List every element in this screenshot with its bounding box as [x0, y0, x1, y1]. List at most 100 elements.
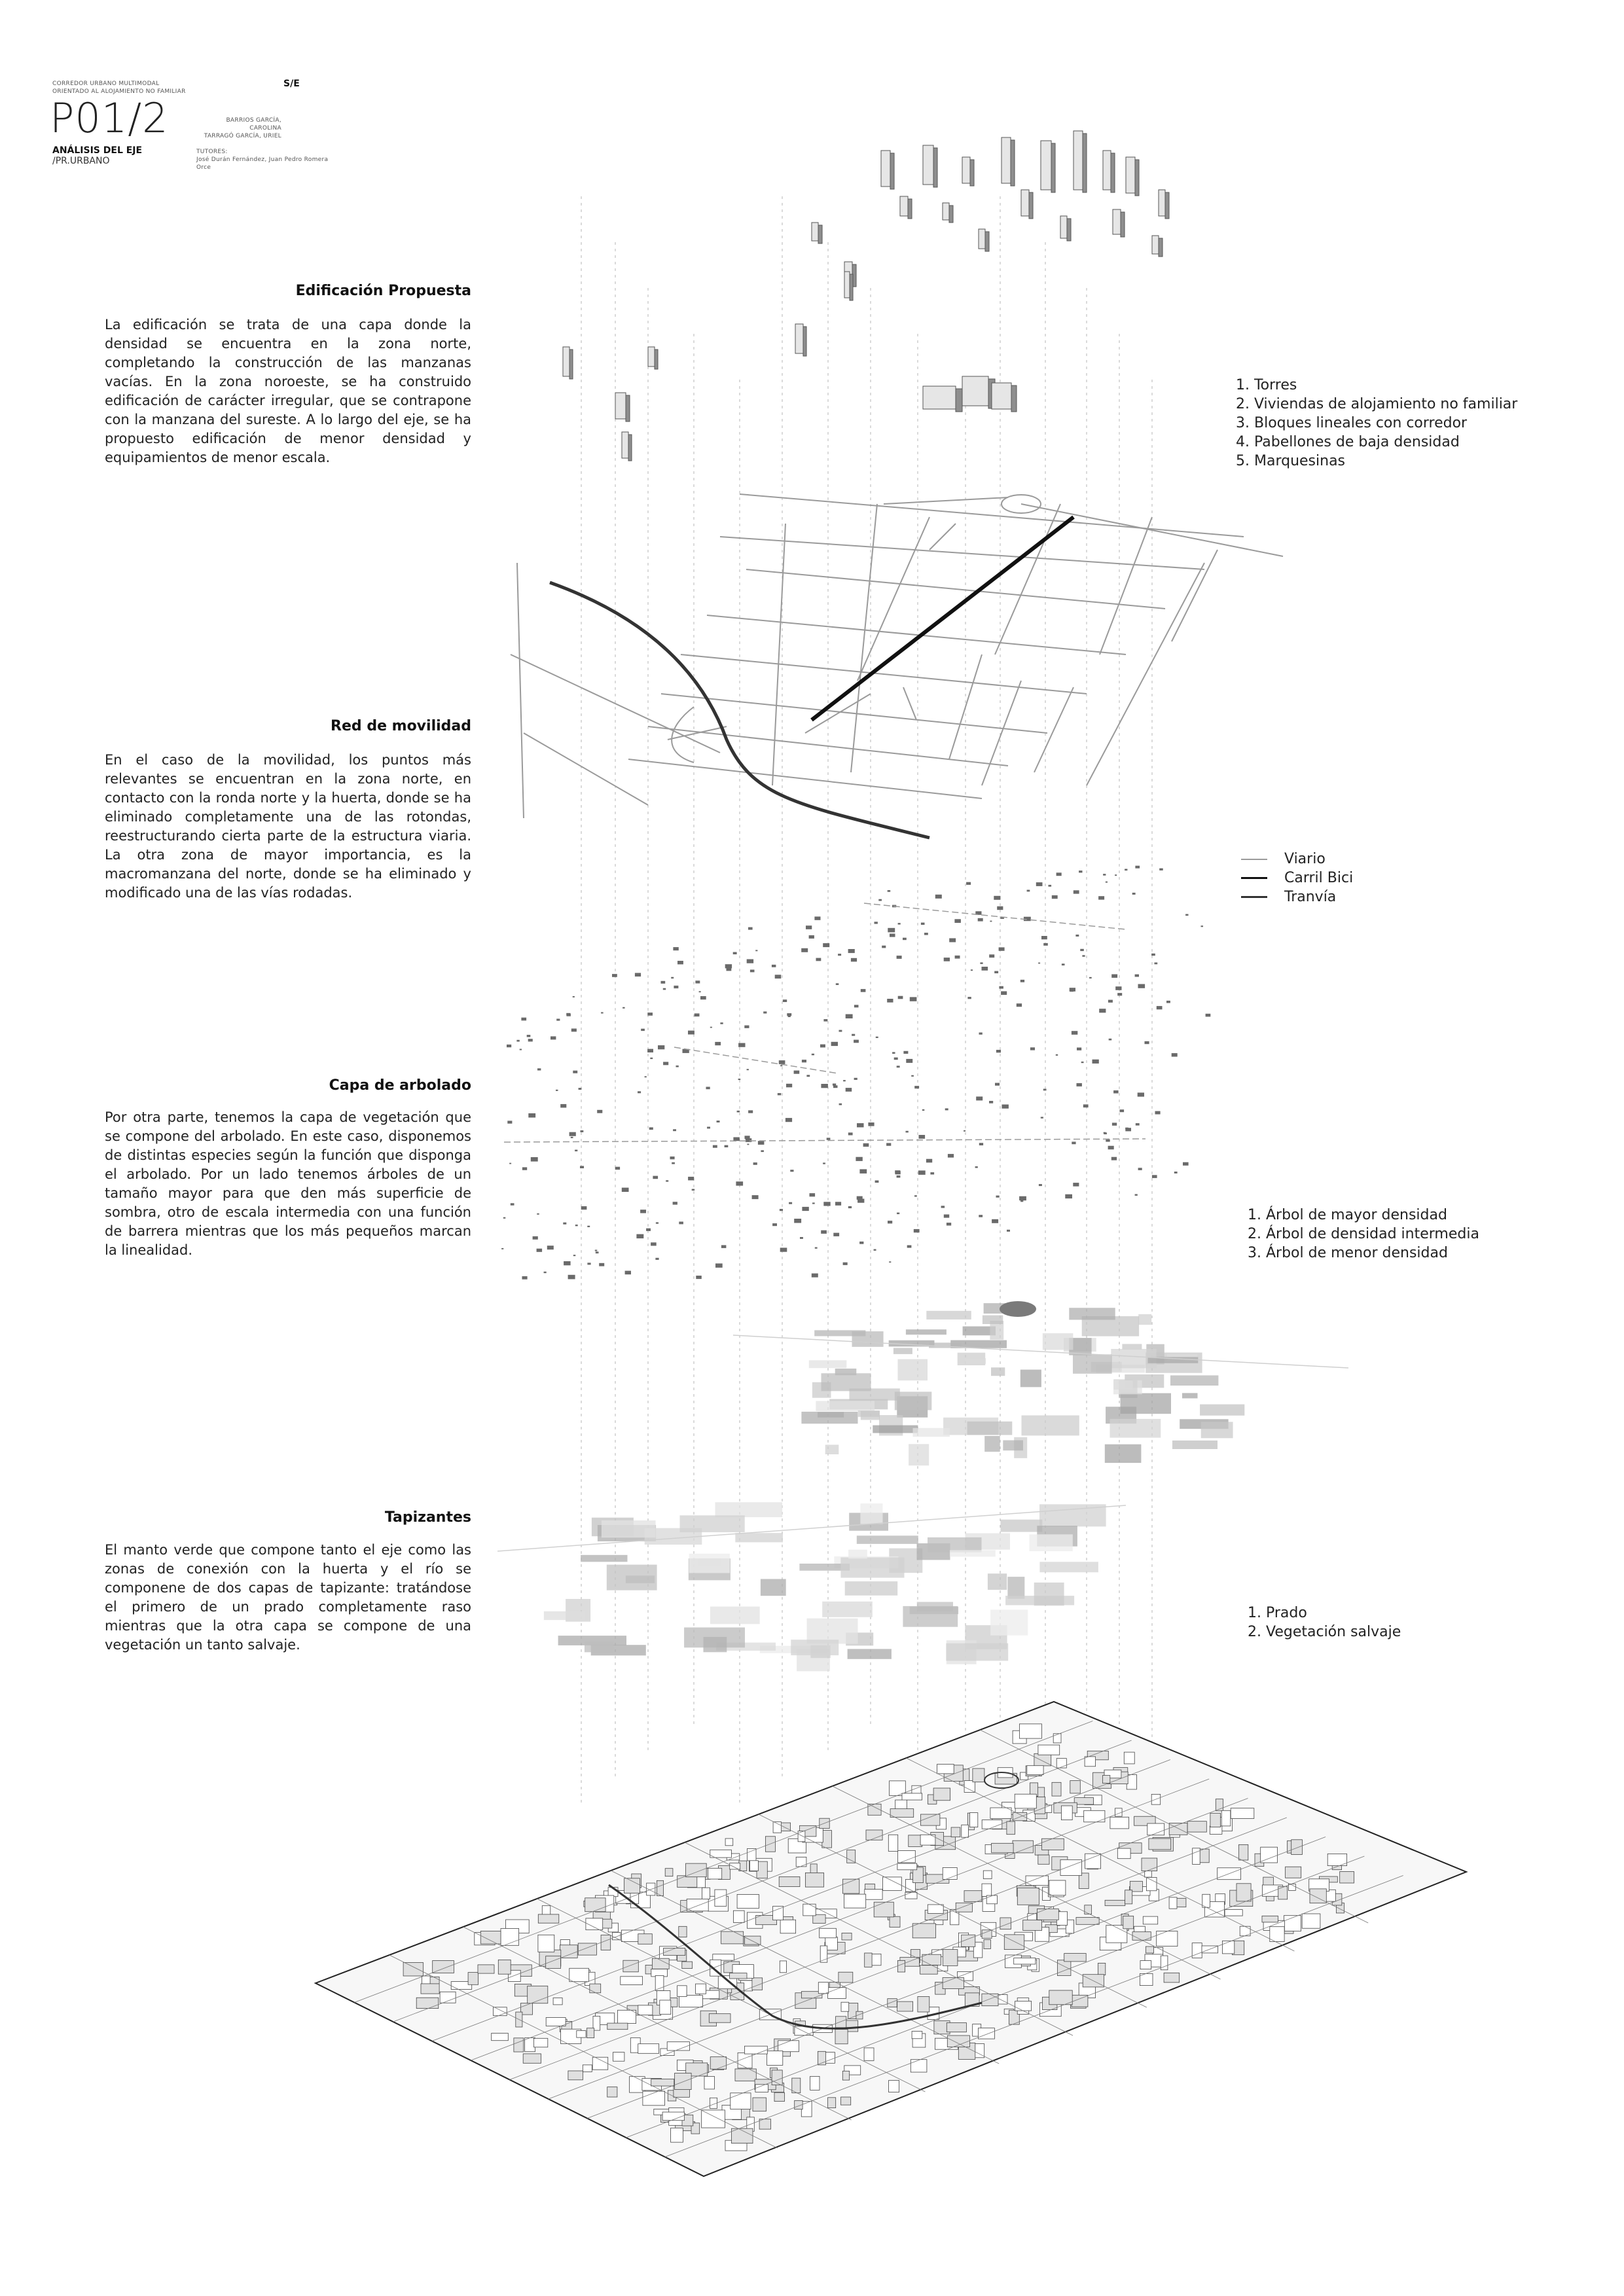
tower-building: [1001, 137, 1011, 184]
tree-mark: [996, 1050, 1001, 1053]
tree-mark: [519, 1049, 522, 1050]
tree-mark: [564, 1261, 571, 1266]
tree-mark: [1205, 1013, 1211, 1017]
city-block: [920, 1814, 941, 1826]
city-block: [1132, 1931, 1151, 1941]
tree-mark: [647, 1049, 653, 1052]
road-line: [994, 503, 1061, 655]
city-block: [638, 2043, 660, 2054]
city-block: [663, 1948, 686, 1956]
city-street: [980, 1729, 1369, 1924]
roundabout: [1001, 494, 1041, 514]
city-block: [1049, 1880, 1066, 1896]
city-block: [864, 1952, 873, 1967]
city-block: [912, 1867, 924, 1884]
city-block: [497, 1959, 511, 1975]
meadow-patch: [909, 1444, 929, 1466]
city-block: [736, 1893, 759, 1909]
wild-vegetation-patch: [990, 1609, 1028, 1636]
tree-mark: [595, 1251, 599, 1254]
city-block: [652, 1958, 670, 1969]
meadow-patch: [873, 1425, 918, 1433]
city-block: [810, 2075, 820, 2090]
tree-alignment-line: [863, 903, 1127, 930]
meadow-patch: [852, 1331, 884, 1347]
city-block: [910, 2059, 928, 2073]
meadow-patch: [814, 1330, 866, 1336]
city-block: [1006, 1821, 1015, 1835]
tree-mark: [521, 1017, 527, 1021]
tree-mark: [1125, 1127, 1128, 1130]
city-block: [744, 1935, 761, 1945]
wild-vegetation-patch: [606, 1564, 657, 1590]
tree-mark: [747, 1143, 749, 1145]
city-block: [927, 1904, 944, 1914]
city-block: [729, 1973, 748, 1979]
tree-mark: [587, 1263, 591, 1265]
tree-mark: [677, 961, 683, 965]
wild-vegetation-patch: [703, 1637, 727, 1653]
tree-mark: [1000, 916, 1004, 919]
tree-mark: [896, 1175, 901, 1178]
city-block: [1013, 1958, 1036, 1965]
tree-mark: [980, 962, 983, 964]
city-block: [801, 2101, 812, 2117]
city-block: [1037, 1909, 1059, 1920]
tree-mark: [845, 1088, 852, 1092]
tree-mark: [748, 927, 753, 930]
wild-vegetation-patch: [848, 1549, 867, 1559]
housing-block-side: [1011, 385, 1017, 412]
tower-building: [1073, 130, 1083, 190]
city-block: [794, 2100, 803, 2110]
tower-building: [899, 196, 909, 217]
tower-building: [1102, 150, 1111, 190]
tree-mark: [753, 1162, 757, 1165]
city-block: [1146, 1876, 1157, 1892]
groundcover-edge-line: [497, 1505, 1127, 1552]
tree-mark: [601, 1012, 604, 1014]
city-block: [908, 1835, 923, 1847]
tower-building-side: [1134, 159, 1140, 196]
tower-building-side: [1082, 133, 1087, 193]
tree-mark: [509, 1162, 512, 1164]
tree-mark: [831, 1041, 838, 1047]
city-block: [1125, 1890, 1133, 1905]
tree-mark: [560, 1103, 567, 1108]
city-block: [670, 2127, 683, 2143]
tree-mark: [655, 1222, 659, 1224]
city-block: [942, 1977, 964, 1990]
tree-mark: [710, 1026, 712, 1028]
city-block: [500, 1928, 520, 1946]
tree-mark: [1185, 914, 1189, 916]
tower-building-side: [907, 198, 912, 219]
road-line: [948, 654, 983, 760]
wild-vegetation-patch: [847, 1649, 892, 1659]
tree-mark: [748, 1110, 753, 1113]
city-block: [617, 2009, 637, 2024]
city-street: [586, 1837, 1326, 2119]
city-block: [1014, 1793, 1037, 1809]
city-block: [1041, 1838, 1064, 1850]
meadow-patch: [1147, 1357, 1199, 1363]
road-line: [719, 536, 1205, 570]
wild-vegetation-patch: [860, 1503, 883, 1524]
tree-mark: [670, 1157, 675, 1160]
tree-mark: [736, 1110, 740, 1113]
city-block: [662, 2111, 685, 2121]
tree-mark: [528, 1039, 533, 1042]
city-block: [946, 2022, 967, 2033]
city-block: [759, 2119, 771, 2130]
city-block: [537, 1914, 560, 1924]
tree-mark: [674, 985, 679, 989]
legend-item: 1. Prado: [1248, 1605, 1307, 1621]
road-line: [739, 493, 1244, 537]
tree-mark: [821, 1084, 828, 1088]
tree-mark: [975, 1166, 978, 1168]
city-street: [664, 1875, 1403, 2157]
meadow-patch: [990, 1321, 1004, 1340]
city-block: [1025, 1875, 1049, 1886]
tree-mark: [712, 1145, 717, 1148]
city-block: [638, 1933, 653, 1945]
city-block: [905, 1892, 918, 1899]
tree-mark: [954, 955, 960, 959]
